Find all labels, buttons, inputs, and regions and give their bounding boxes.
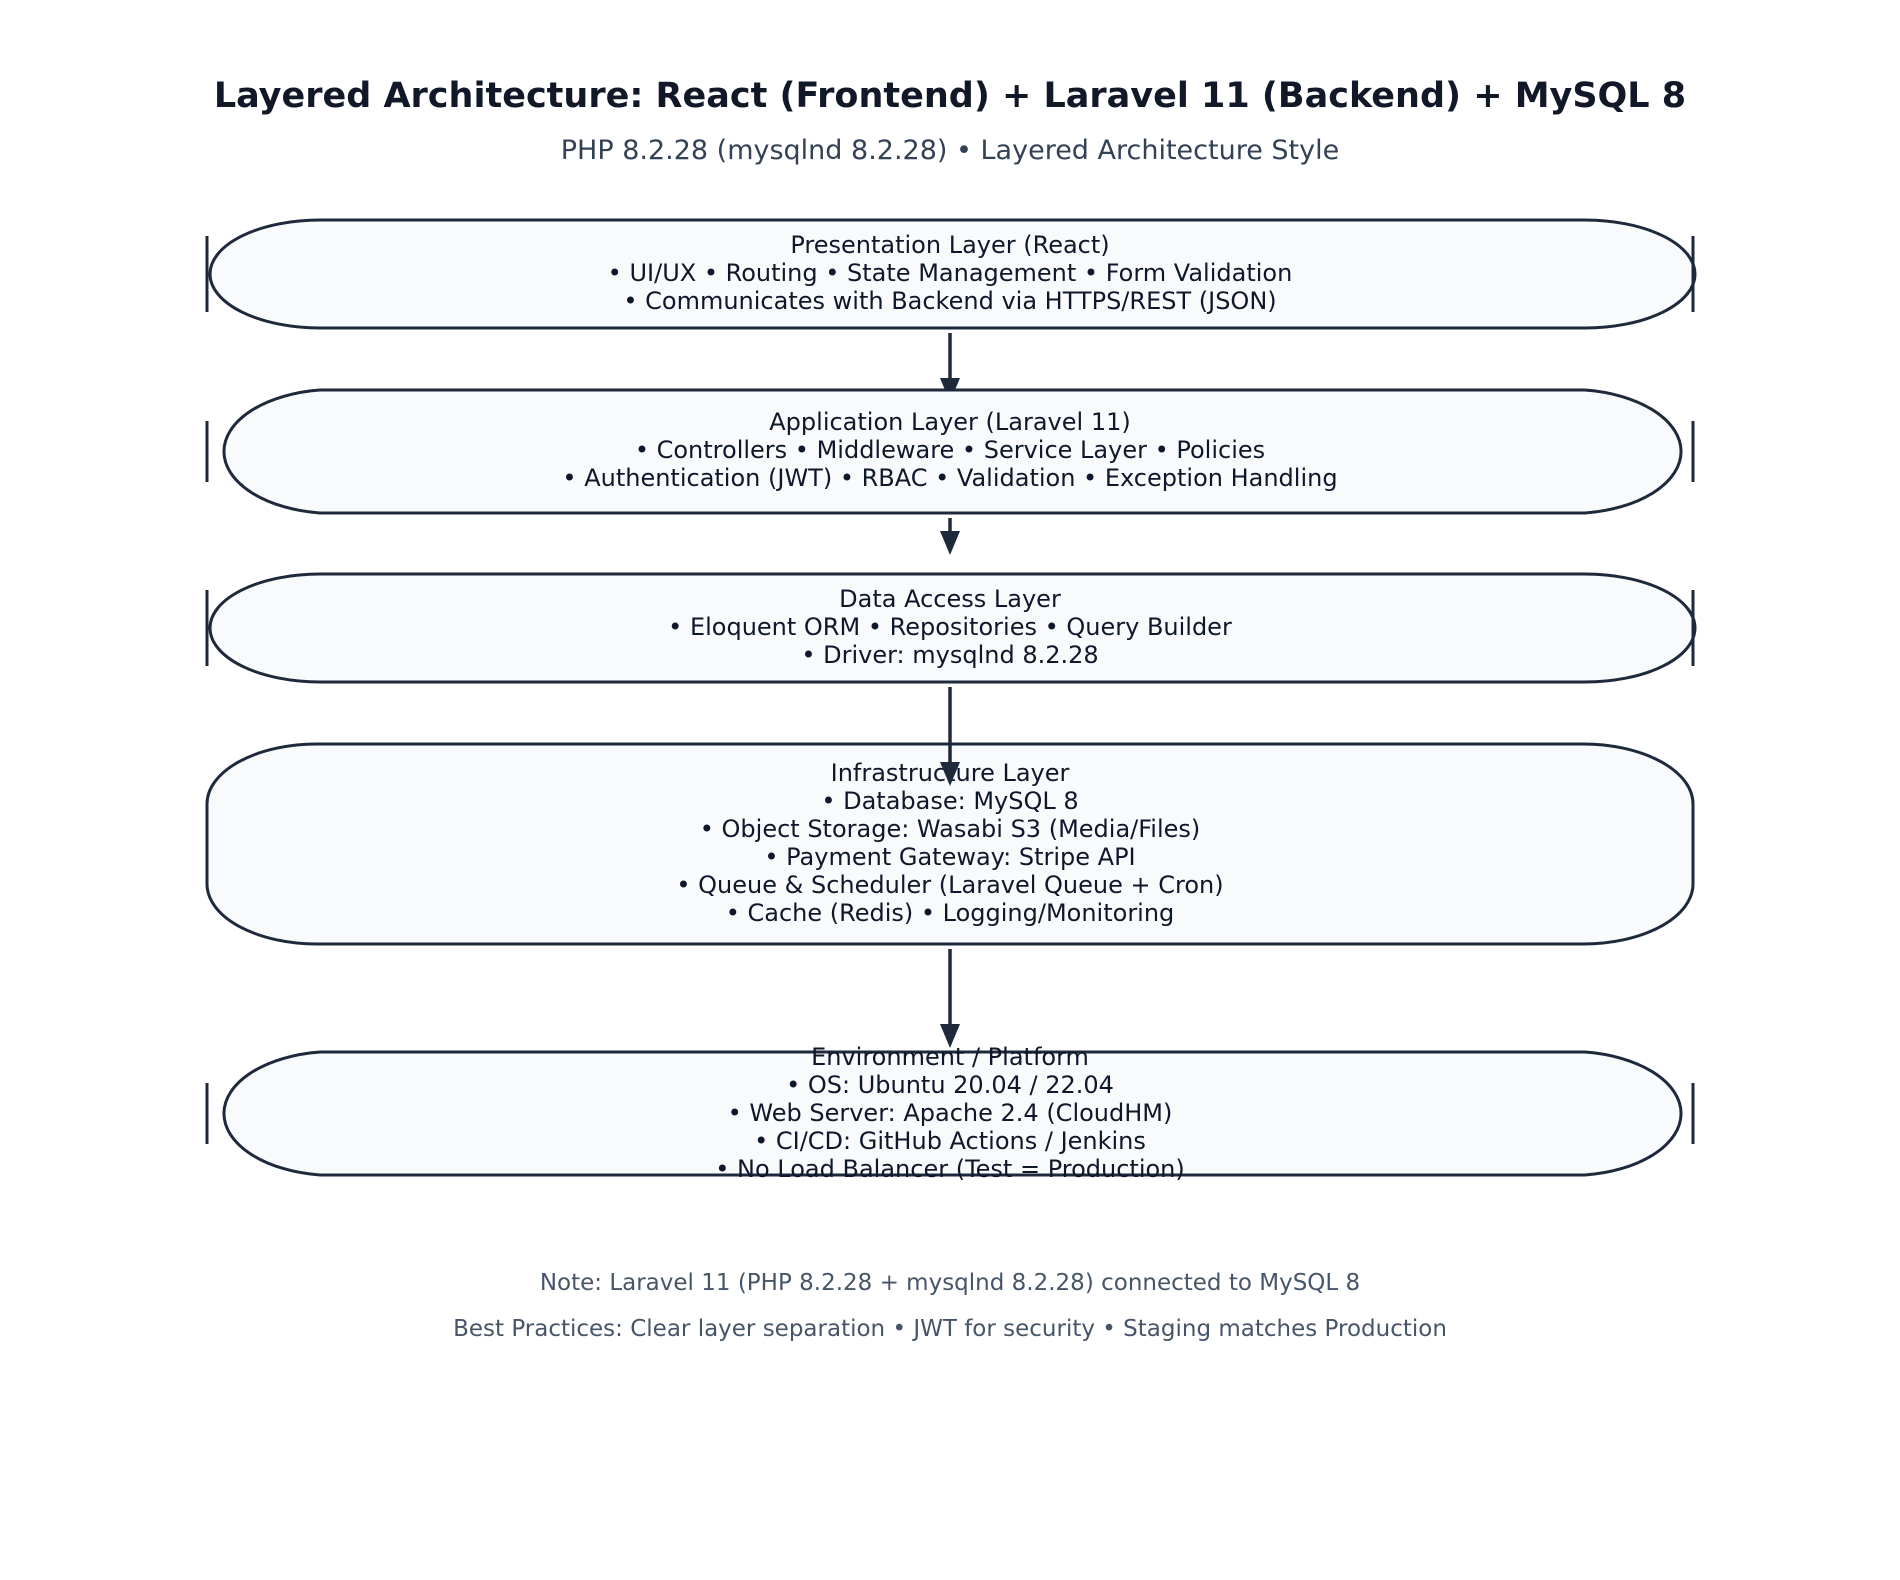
- layer-presentation-title: Presentation Layer (React): [790, 231, 1109, 259]
- layer-environment-line: • Web Server: Apache 2.4 (CloudHM): [728, 1099, 1173, 1127]
- layer-presentation: Presentation Layer (React) • UI/UX • Rou…: [205, 218, 1697, 330]
- layer-application-title: Application Layer (Laravel 11): [769, 408, 1130, 436]
- diagram-subtitle: PHP 8.2.28 (mysqlnd 8.2.28) • Layered Ar…: [561, 135, 1339, 166]
- layer-environment: Environment / Platform • OS: Ubuntu 20.0…: [205, 1043, 1695, 1183]
- arrow-infrastructure-to-environment: [940, 949, 960, 1048]
- layer-environment-line: • OS: Ubuntu 20.04 / 22.04: [786, 1071, 1114, 1099]
- layer-application-line: • Authentication (JWT) • RBAC • Validati…: [562, 464, 1337, 492]
- layer-infrastructure-line: • Payment Gateway: Stripe API: [764, 843, 1135, 871]
- layer-environment-line: • No Load Balancer (Test = Production): [715, 1155, 1185, 1183]
- layer-data-access: Data Access Layer • Eloquent ORM • Repos…: [205, 572, 1697, 684]
- layer-infrastructure: Infrastructure Layer • Database: MySQL 8…: [205, 742, 1695, 946]
- arrow-application-to-data-access: [940, 518, 960, 555]
- layer-data-access-line: • Eloquent ORM • Repositories • Query Bu…: [668, 613, 1232, 641]
- layer-infrastructure-line: • Object Storage: Wasabi S3 (Media/Files…: [700, 815, 1201, 843]
- diagram-title: Layered Architecture: React (Frontend) +…: [214, 76, 1686, 116]
- layer-environment-line: • CI/CD: GitHub Actions / Jenkins: [754, 1127, 1146, 1155]
- layer-application-line: • Controllers • Middleware • Service Lay…: [635, 436, 1265, 464]
- layer-presentation-line: • Communicates with Backend via HTTPS/RE…: [623, 287, 1276, 315]
- layer-presentation-line: • UI/UX • Routing • State Management • F…: [608, 259, 1293, 287]
- layer-infrastructure-line: • Queue & Scheduler (Laravel Queue + Cro…: [676, 871, 1223, 899]
- note-line: Note: Laravel 11 (PHP 8.2.28 + mysqlnd 8…: [540, 1270, 1360, 1296]
- layer-data-access-line: • Driver: mysqlnd 8.2.28: [801, 641, 1098, 669]
- layer-data-access-title: Data Access Layer: [839, 585, 1061, 613]
- layer-infrastructure-line: • Cache (Redis) • Logging/Monitoring: [726, 899, 1175, 927]
- layer-application: Application Layer (Laravel 11) • Control…: [205, 388, 1695, 515]
- layer-infrastructure-line: • Database: MySQL 8: [821, 787, 1078, 815]
- best-practices-line: Best Practices: Clear layer separation •…: [453, 1316, 1447, 1342]
- arrow-data-access-to-infrastructure: [940, 687, 960, 786]
